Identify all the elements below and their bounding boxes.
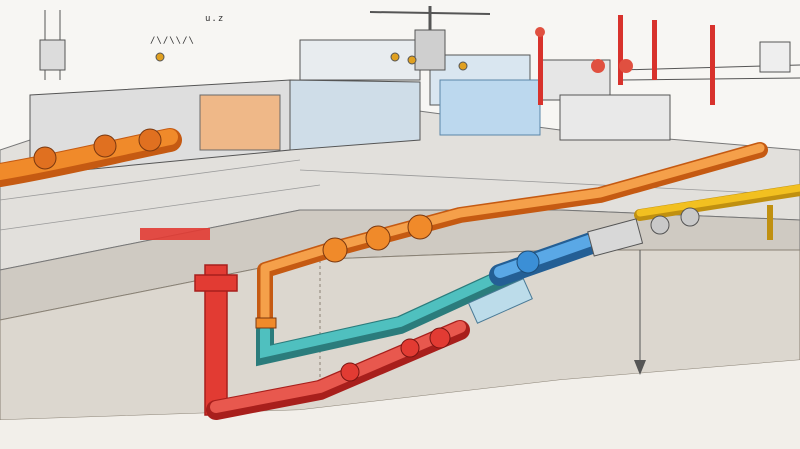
valve-cluster — [587, 207, 700, 257]
orange-main-pipe — [255, 142, 768, 329]
yellow-pipe — [634, 184, 800, 240]
red-base-plate — [140, 228, 210, 240]
industrial-tanks — [29, 79, 671, 176]
sketch-label-left: /\/\\/\ — [150, 36, 195, 46]
blue-pipe — [489, 229, 611, 286]
teal-pipe — [256, 261, 533, 367]
orange-surface-pipe — [0, 128, 182, 187]
red-lower-pipe — [206, 320, 470, 420]
gauge-markers — [155, 52, 468, 71]
red-vertical-stacks — [535, 15, 715, 105]
arrow-down-icon — [634, 360, 646, 375]
sketch-label-top: u.z — [205, 14, 225, 24]
soil-cross-section — [0, 249, 800, 449]
